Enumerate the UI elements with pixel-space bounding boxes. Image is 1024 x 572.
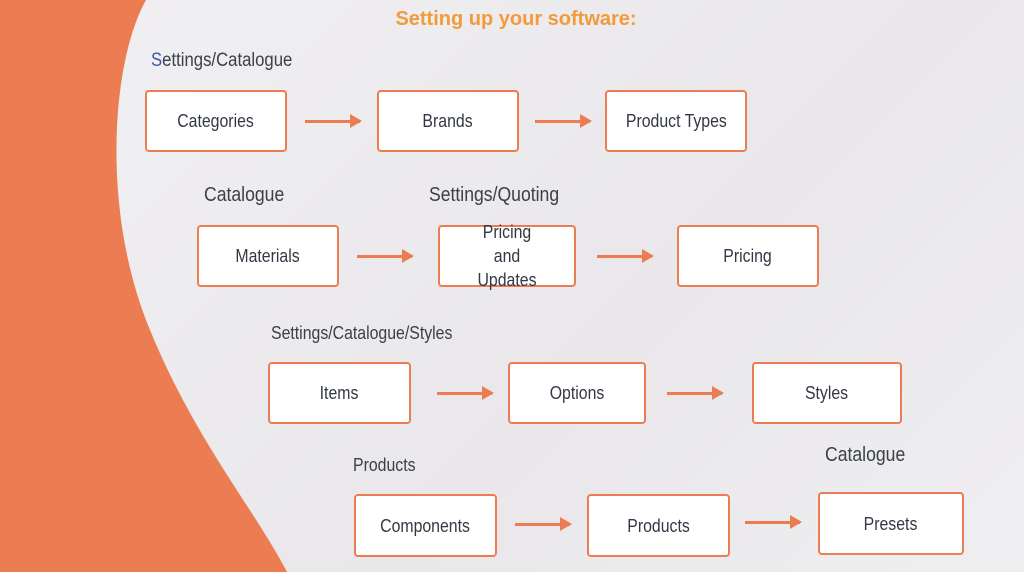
step-pricing: Pricing (677, 225, 819, 287)
page-title: Setting up your software: (395, 8, 637, 30)
step-brands: Brands (377, 90, 519, 152)
arrow-icon (745, 515, 802, 529)
step-items: Items (268, 362, 411, 424)
step-components: Components (354, 494, 497, 557)
section-label-settings-catalogue-styles: Settings/Catalogue/Styles (271, 323, 453, 343)
arrow-icon (535, 114, 592, 128)
step-pricing-and-updates: Pricing and Updates (438, 222, 576, 290)
arrow-icon (437, 386, 494, 400)
section-label-settings-quoting: Settings/Quoting (429, 184, 560, 206)
arrow-icon (667, 386, 724, 400)
arrow-icon (515, 517, 572, 531)
section-label-catalogue-presets: Catalogue (825, 444, 906, 466)
arrow-icon (597, 249, 654, 263)
arrow-icon (357, 249, 414, 263)
step-presets: Presets (818, 492, 964, 555)
arrow-icon (305, 114, 362, 128)
section-label-settings-catalogue: Settings/Catalogue (151, 50, 293, 71)
step-products: Products (587, 494, 730, 557)
step-styles: Styles (752, 362, 902, 424)
section-label-catalogue: Catalogue (204, 184, 285, 206)
step-product-types: Product Types (605, 90, 747, 152)
step-options: Options (508, 362, 646, 424)
step-materials: Materials (197, 225, 339, 287)
section-label-products: Products (353, 455, 416, 475)
step-categories: Categories (145, 90, 287, 152)
